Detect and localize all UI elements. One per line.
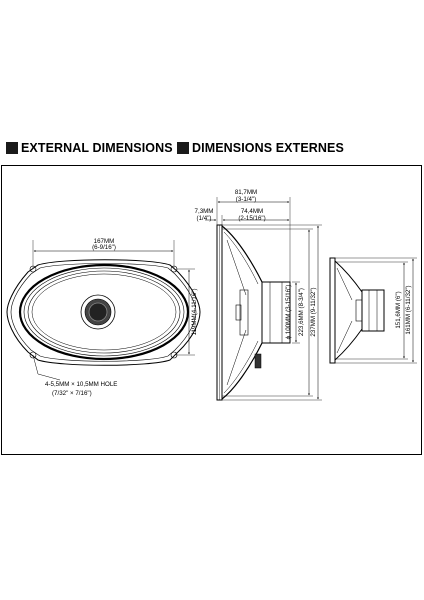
cutout-short-label: 151,6MM (6") xyxy=(395,291,402,328)
side-magnet xyxy=(261,281,291,344)
drawing-frame xyxy=(1,165,422,455)
heading-square-icon xyxy=(177,142,189,154)
side-view xyxy=(205,197,322,401)
side-basket xyxy=(221,225,263,400)
hole-size-in: (7/32" × 7/16") xyxy=(52,390,92,397)
total-depth-mm: 81,7MM xyxy=(235,189,257,196)
tweeter xyxy=(80,294,116,330)
end-magnet xyxy=(361,289,385,332)
heading-text: EXTERNAL DIMENSIONS xyxy=(21,141,173,155)
flange-thickness-in: (1/4") xyxy=(197,215,212,222)
overall-short-label: 161MM (6-11/32") xyxy=(405,285,412,334)
front-width-in: (6-9/16") xyxy=(92,244,116,251)
mount-depth-mm: 74,4MM xyxy=(241,208,263,215)
front-height-label: 119MM(4-11/16") xyxy=(191,288,198,335)
heading-dimensions-externes: DIMENSIONS EXTERNES xyxy=(177,141,344,155)
front-width-mm: 167MM xyxy=(94,238,115,245)
flange-thickness-mm: 7,3MM xyxy=(195,208,214,215)
end-view xyxy=(329,257,417,364)
total-depth-in: (3-1/4") xyxy=(236,196,256,203)
heading-external-dimensions: EXTERNAL DIMENSIONS xyxy=(6,141,173,155)
front-view xyxy=(6,240,201,381)
end-basket xyxy=(334,260,363,361)
heading-square-icon xyxy=(6,142,18,154)
cutout-long-label: 223,6MM (8-3/4") xyxy=(298,288,305,336)
mount-depth-in: (2-15/16") xyxy=(238,215,265,222)
overall-long-label: 237MM (9-11/32") xyxy=(310,287,317,336)
end-flange xyxy=(329,257,336,364)
magnet-diameter-label: ϕ 100MM (3-15/16") xyxy=(285,285,292,340)
hole-size-mm: 4-5,5MM × 10,5MM HOLE xyxy=(45,381,117,388)
front-outer-frame xyxy=(6,259,201,366)
heading-text: DIMENSIONS EXTERNES xyxy=(192,141,344,155)
